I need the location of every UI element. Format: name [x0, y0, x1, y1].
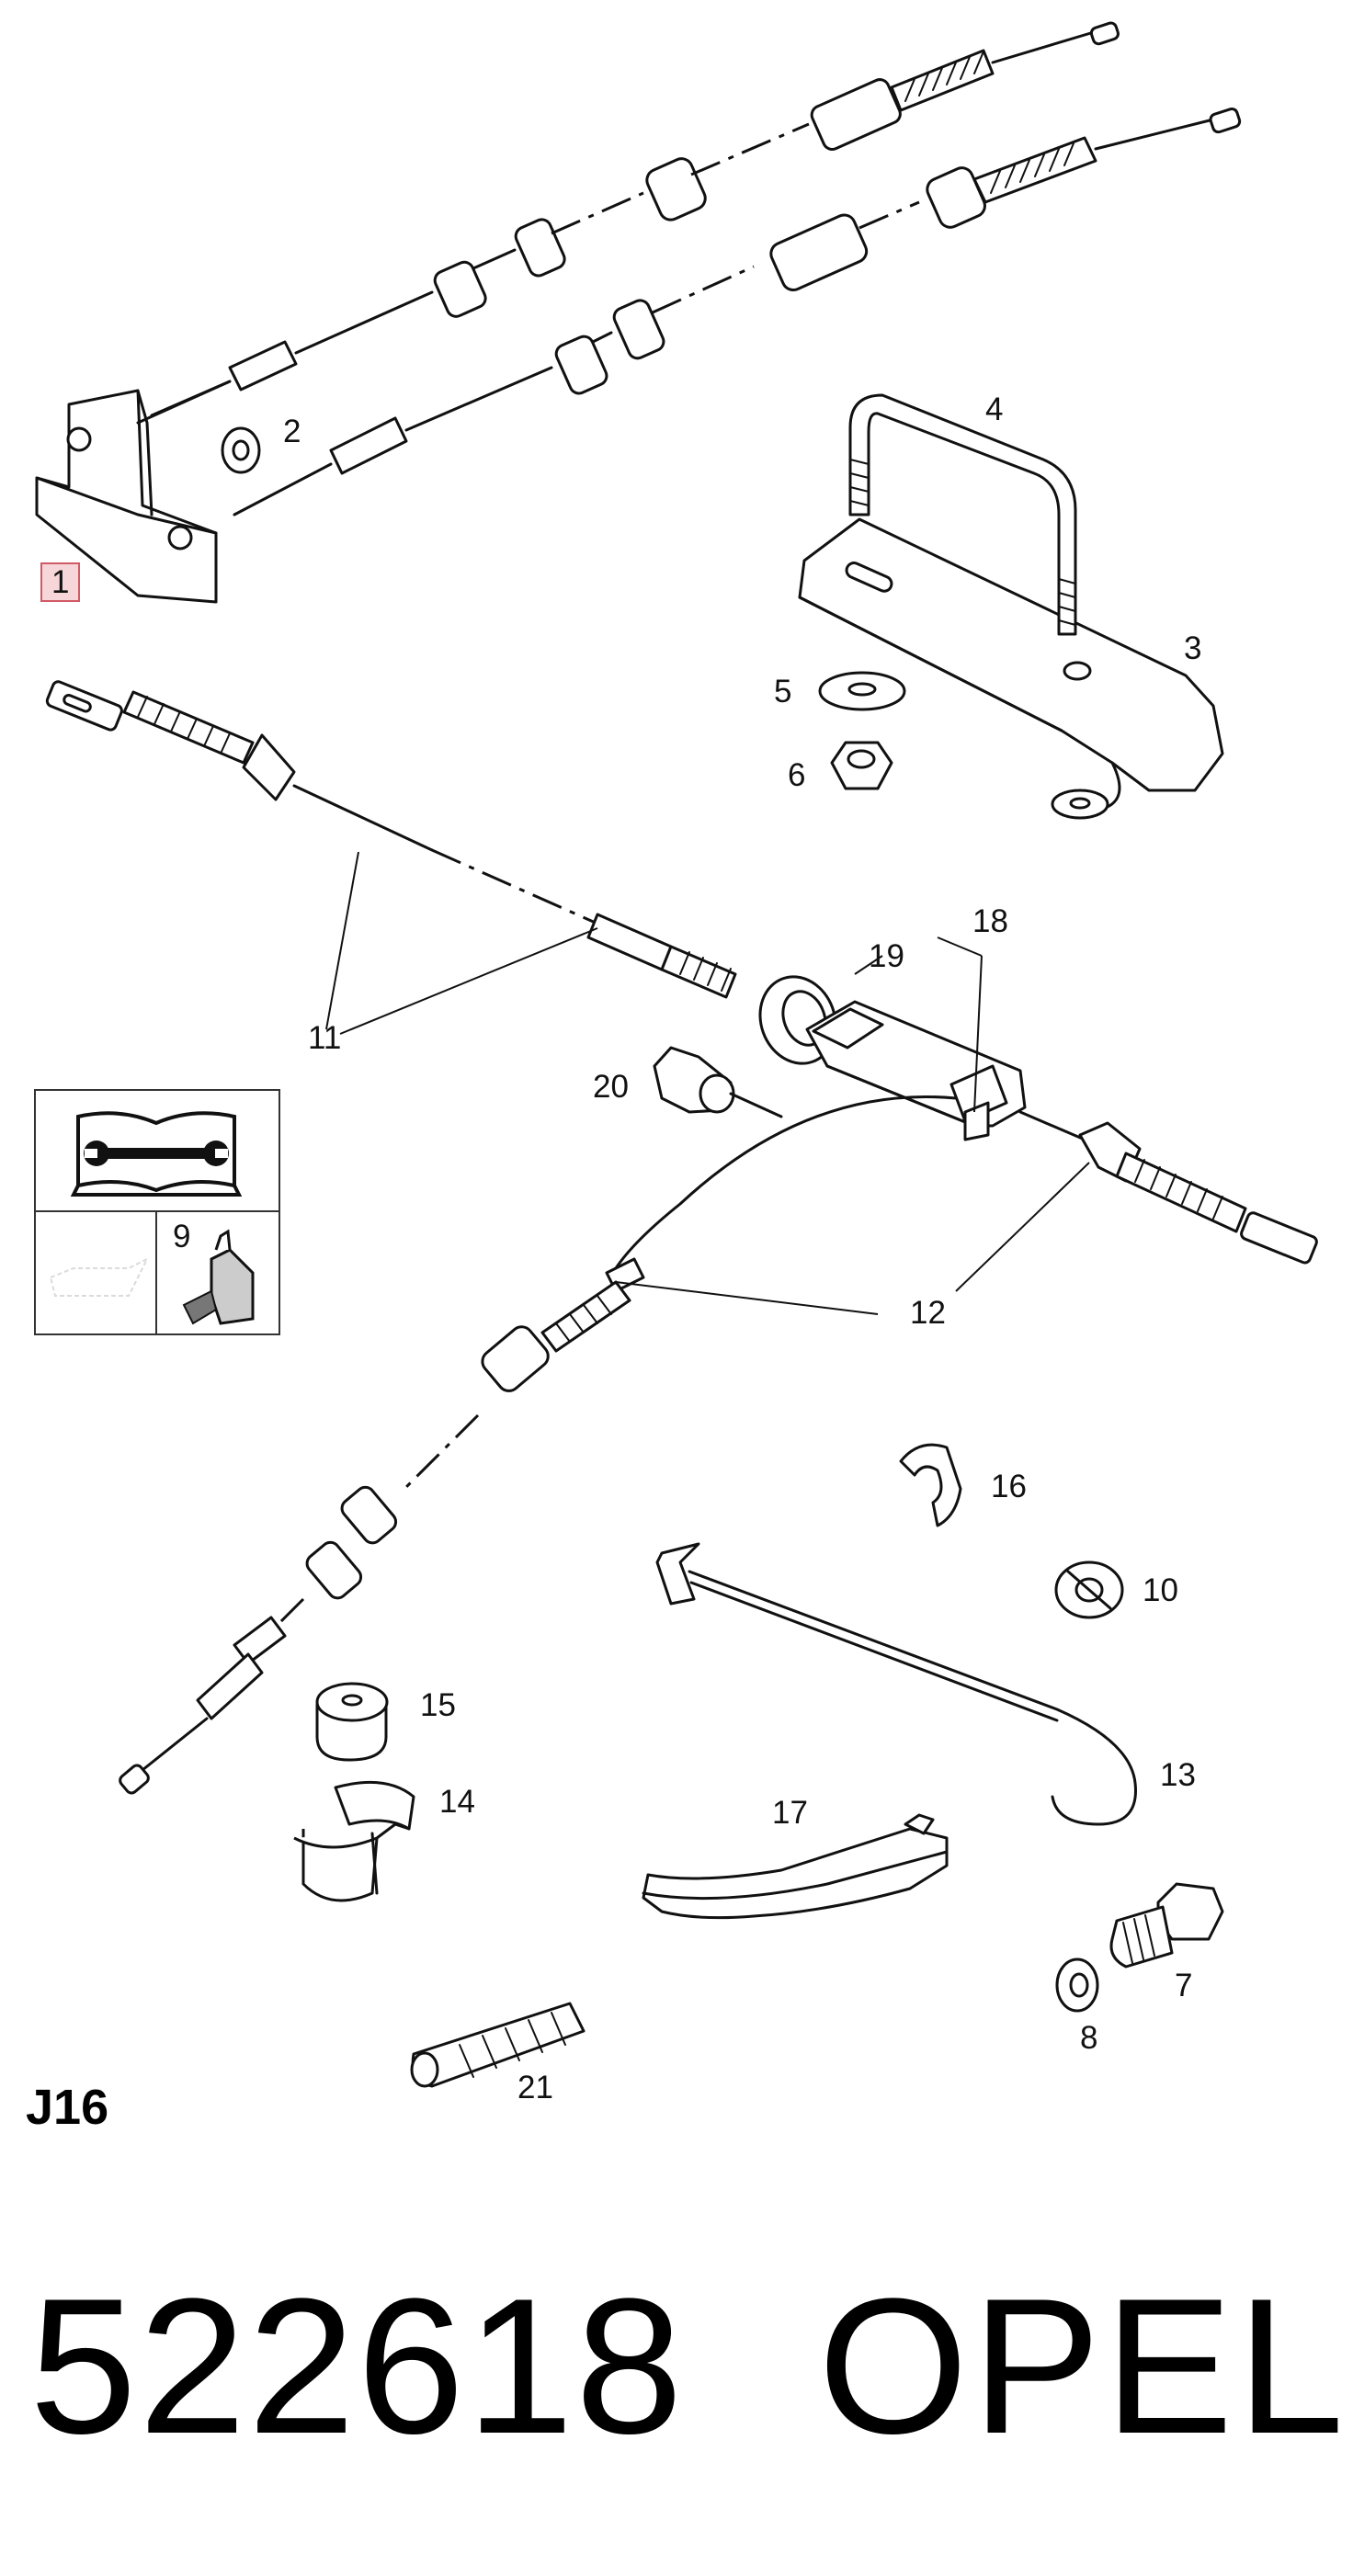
protective-boot — [410, 2002, 586, 2088]
sleeve-nut — [221, 426, 261, 474]
callout-3: 3 — [1184, 630, 1202, 666]
leader-lines — [325, 851, 1090, 1315]
lock-washer — [1055, 1958, 1099, 2013]
callout-17: 17 — [772, 1795, 808, 1831]
callout-21: 21 — [517, 2070, 553, 2105]
u-bolt-bracket — [798, 393, 1224, 811]
callout-14: 14 — [439, 1784, 475, 1820]
lever-plate — [642, 1813, 949, 1920]
cable-clip — [899, 1443, 962, 1527]
callout-1: 1 — [40, 562, 81, 602]
callout-20: 20 — [593, 1069, 629, 1105]
callout-10: 10 — [1143, 1572, 1178, 1608]
lubricant-bottle-icon — [182, 1229, 255, 1325]
callout-2: 2 — [283, 414, 301, 449]
callout-6: 6 — [788, 757, 806, 793]
cable-rear-left — [45, 680, 737, 999]
washer-top — [818, 671, 906, 711]
callout-19: 19 — [869, 938, 904, 974]
bushing — [1054, 1560, 1124, 1619]
return-spring-wire — [655, 1542, 1137, 1826]
oil-can-icon — [49, 1256, 150, 1297]
callout-4: 4 — [985, 392, 1004, 427]
callout-8: 8 — [1080, 2020, 1098, 2056]
callout-12: 12 — [910, 1295, 946, 1331]
callout-15: 15 — [420, 1687, 456, 1723]
callout-13: 13 — [1160, 1757, 1196, 1793]
bracket-plate — [35, 380, 232, 604]
callout-9: 9 — [173, 1219, 191, 1254]
callout-16: 16 — [991, 1469, 1027, 1504]
cable-pair-front — [150, 21, 1242, 516]
brand-name: OPEL — [818, 2258, 1348, 2474]
callout-18: 18 — [972, 903, 1008, 939]
callout-7: 7 — [1175, 1968, 1193, 2003]
hex-bolt — [1109, 1882, 1224, 1969]
equalizer-bar — [805, 1000, 1027, 1141]
callout-5: 5 — [774, 674, 792, 709]
rubber-cap — [315, 1682, 389, 1762]
manual-wrench-icon — [70, 1111, 243, 1197]
part-number: 522618 — [29, 2258, 685, 2474]
split-sleeve — [293, 1780, 415, 1902]
washer-small — [1051, 789, 1109, 820]
adjusting-nut — [653, 1046, 783, 1118]
callout-11: 11 — [308, 1020, 342, 1056]
legend — [34, 1089, 280, 1335]
hex-nut — [830, 741, 893, 790]
cable-rear-right — [119, 1095, 1318, 1795]
group-code: J16 — [26, 2080, 109, 2135]
